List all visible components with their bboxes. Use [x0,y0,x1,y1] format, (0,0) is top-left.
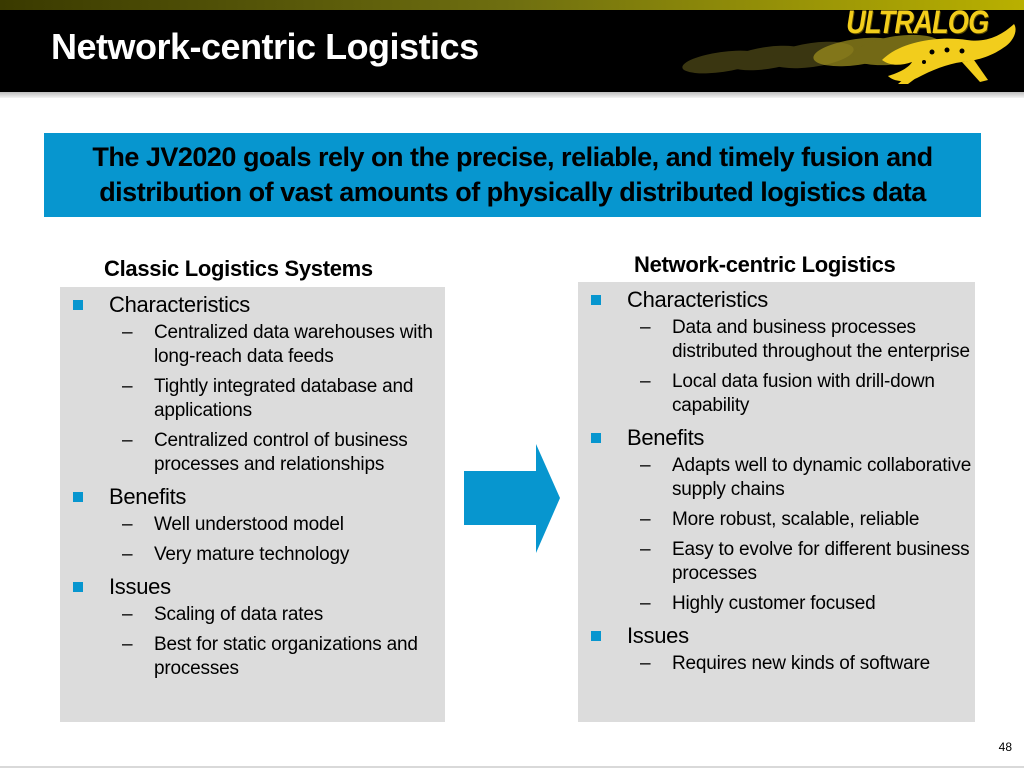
network-centric-list: Characteristics –Data and business proce… [578,282,975,676]
list-item: –Adapts well to dynamic collaborative su… [640,455,972,500]
list-item: Benefits –Well understood model –Very ma… [60,483,445,567]
section-label: Characteristics [627,287,768,312]
item-text: Data and business processes distributed … [672,317,970,362]
logo-text: ULTRALOG [845,4,989,40]
item-text: Well understood model [154,514,344,535]
list-item: –Well understood model [122,514,344,535]
list-item: Benefits –Adapts well to dynamic collabo… [578,424,975,616]
square-bullet-icon [591,433,601,443]
goal-statement-line-1: The JV2020 goals rely on the precise, re… [92,142,933,172]
section-label: Benefits [627,425,705,450]
list-item: –Centralized control of business process… [122,430,408,475]
list-item: –Highly customer focused [640,593,876,614]
goal-statement-line-2: distribution of vast amounts of physical… [99,177,926,207]
item-text: Local data fusion with drill-down capabi… [672,371,935,416]
item-text: Highly customer focused [672,593,876,614]
section-label: Issues [627,623,689,648]
goal-banner: The JV2020 goals rely on the precise, re… [44,133,981,217]
classic-systems-list: Characteristics –Centralized data wareho… [60,287,445,681]
list-item: –Local data fusion with drill-down capab… [640,371,935,416]
item-text: More robust, scalable, reliable [672,509,920,530]
item-text: Tightly integrated database and applicat… [154,376,414,421]
classic-systems-heading: Classic Logistics Systems [104,256,373,281]
list-item: –Scaling of data rates [122,604,324,625]
item-text: Requires new kinds of software [672,653,931,674]
footer-divider [0,766,1024,768]
section-label: Benefits [109,484,187,509]
ultralog-logo: ULTRALOG [662,0,1024,92]
sub-list: –Well understood model –Very mature tech… [109,513,445,567]
square-bullet-icon [591,631,601,641]
running-cheetah-logo-icon [682,24,1016,84]
square-bullet-icon [591,295,601,305]
list-item: –Data and business processes distributed… [640,317,970,362]
item-text: Best for static organizations and proces… [154,634,418,679]
sub-list: –Requires new kinds of software [627,652,975,676]
network-centric-heading: Network-centric Logistics [634,252,896,277]
title-bar-shadow [0,92,1024,98]
section-label: Characteristics [109,292,250,317]
title-bar: Network-centric Logistics [0,0,1024,92]
page-number: 48 [998,740,1012,754]
list-item: –More robust, scalable, reliable [640,509,920,530]
network-centric-panel: Characteristics –Data and business proce… [578,282,975,722]
list-item: Issues –Requires new kinds of software [578,622,975,676]
section-label: Issues [109,574,171,599]
list-item: –Best for static organizations and proce… [122,634,418,679]
item-text: Centralized data warehouses with long-re… [154,322,433,367]
square-bullet-icon [73,492,83,502]
list-item: Issues –Scaling of data rates –Best for … [60,573,445,681]
list-item: –Tightly integrated database and applica… [122,376,414,421]
item-text: Scaling of data rates [154,604,324,625]
list-item: –Very mature technology [122,544,350,565]
sub-list: –Adapts well to dynamic collaborative su… [627,454,975,616]
item-text: Centralized control of business processe… [154,430,408,475]
item-text: Adapts well to dynamic collaborative sup… [672,455,972,500]
list-item: Characteristics –Centralized data wareho… [60,291,445,477]
goal-statement: The JV2020 goals rely on the precise, re… [92,140,933,210]
square-bullet-icon [73,582,83,592]
item-text: Very mature technology [154,544,350,565]
list-item: –Centralized data warehouses with long-r… [122,322,433,367]
sub-list: –Data and business processes distributed… [627,316,975,418]
classic-systems-panel: Characteristics –Centralized data wareho… [60,287,445,722]
list-item: Characteristics –Data and business proce… [578,286,975,418]
sub-list: –Scaling of data rates –Best for static … [109,603,445,681]
title-bar-accent [0,0,1024,10]
sub-list: –Centralized data warehouses with long-r… [109,321,445,477]
list-item: –Easy to evolve for different business p… [640,539,970,584]
slide-title: Network-centric Logistics [51,26,479,67]
square-bullet-icon [73,300,83,310]
list-item: –Requires new kinds of software [640,653,931,674]
arrow-right-icon [464,444,560,553]
item-text: Easy to evolve for different business pr… [672,539,970,584]
